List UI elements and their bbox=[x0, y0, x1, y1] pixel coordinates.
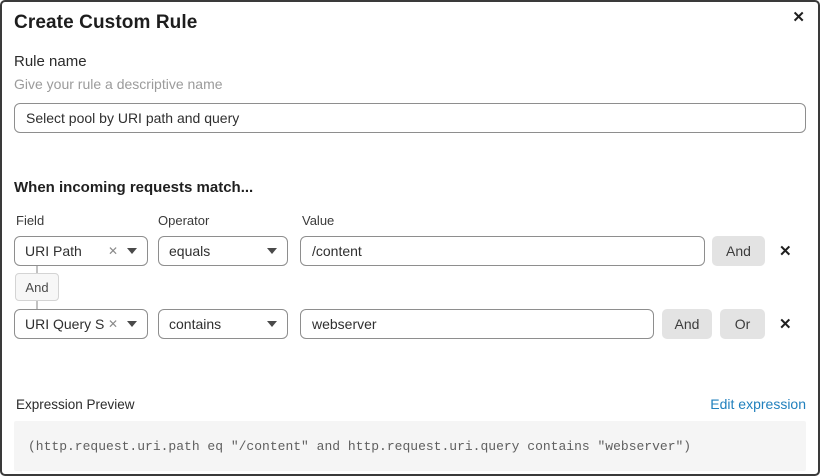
match-heading: When incoming requests match... bbox=[14, 179, 254, 196]
rule-name-label: Rule name bbox=[14, 53, 87, 70]
connector-line-bottom bbox=[36, 301, 38, 309]
value-input-2[interactable] bbox=[300, 309, 654, 339]
clear-field-icon[interactable]: ✕ bbox=[107, 317, 118, 331]
or-button-row-2[interactable]: Or bbox=[720, 309, 765, 339]
operator-column-label: Operator bbox=[158, 213, 210, 228]
and-button-row-1[interactable]: And bbox=[712, 236, 765, 266]
condition-column-labels: Field Operator Value bbox=[14, 213, 806, 228]
chevron-down-icon bbox=[267, 248, 277, 254]
operator-select-2[interactable]: contains bbox=[158, 309, 288, 339]
rule-name-input[interactable] bbox=[14, 103, 806, 133]
operator-select-2-value: contains bbox=[169, 316, 222, 332]
and-button-row-2[interactable]: And bbox=[662, 309, 712, 339]
condition-row-2: URI Query St... ✕ contains And Or ✕ bbox=[14, 309, 806, 339]
operator-select-1[interactable]: equals bbox=[158, 236, 288, 266]
rule-name-hint: Give your rule a descriptive name bbox=[14, 76, 223, 92]
expression-preview-code: (http.request.uri.path eq "/content" and… bbox=[14, 421, 806, 471]
field-select-2-value: URI Query St... bbox=[25, 316, 104, 332]
connector-and-badge[interactable]: And bbox=[15, 273, 59, 301]
clear-field-icon[interactable]: ✕ bbox=[107, 244, 118, 258]
expression-preview-header: Expression Preview Edit expression bbox=[14, 396, 806, 412]
value-column-label: Value bbox=[302, 213, 335, 228]
close-icon[interactable]: ✕ bbox=[792, 9, 805, 26]
delete-row-1-icon[interactable]: ✕ bbox=[779, 243, 792, 260]
condition-row-1: URI Path ✕ equals And ✕ bbox=[14, 236, 806, 266]
field-select-2[interactable]: URI Query St... ✕ bbox=[14, 309, 148, 339]
dialog-title: Create Custom Rule bbox=[14, 12, 198, 33]
field-select-1-value: URI Path bbox=[25, 243, 82, 259]
chevron-down-icon bbox=[267, 321, 277, 327]
field-select-1[interactable]: URI Path ✕ bbox=[14, 236, 148, 266]
delete-row-2-icon[interactable]: ✕ bbox=[779, 316, 792, 333]
value-input-1[interactable] bbox=[300, 236, 705, 266]
row-connector: And bbox=[14, 266, 806, 309]
operator-select-1-value: equals bbox=[169, 243, 211, 259]
field-column-label: Field bbox=[16, 213, 45, 228]
connector-line-top bbox=[36, 266, 38, 273]
chevron-down-icon bbox=[127, 248, 137, 254]
chevron-down-icon bbox=[127, 321, 137, 327]
expression-preview-label: Expression Preview bbox=[16, 397, 135, 412]
edit-expression-link[interactable]: Edit expression bbox=[710, 396, 806, 412]
